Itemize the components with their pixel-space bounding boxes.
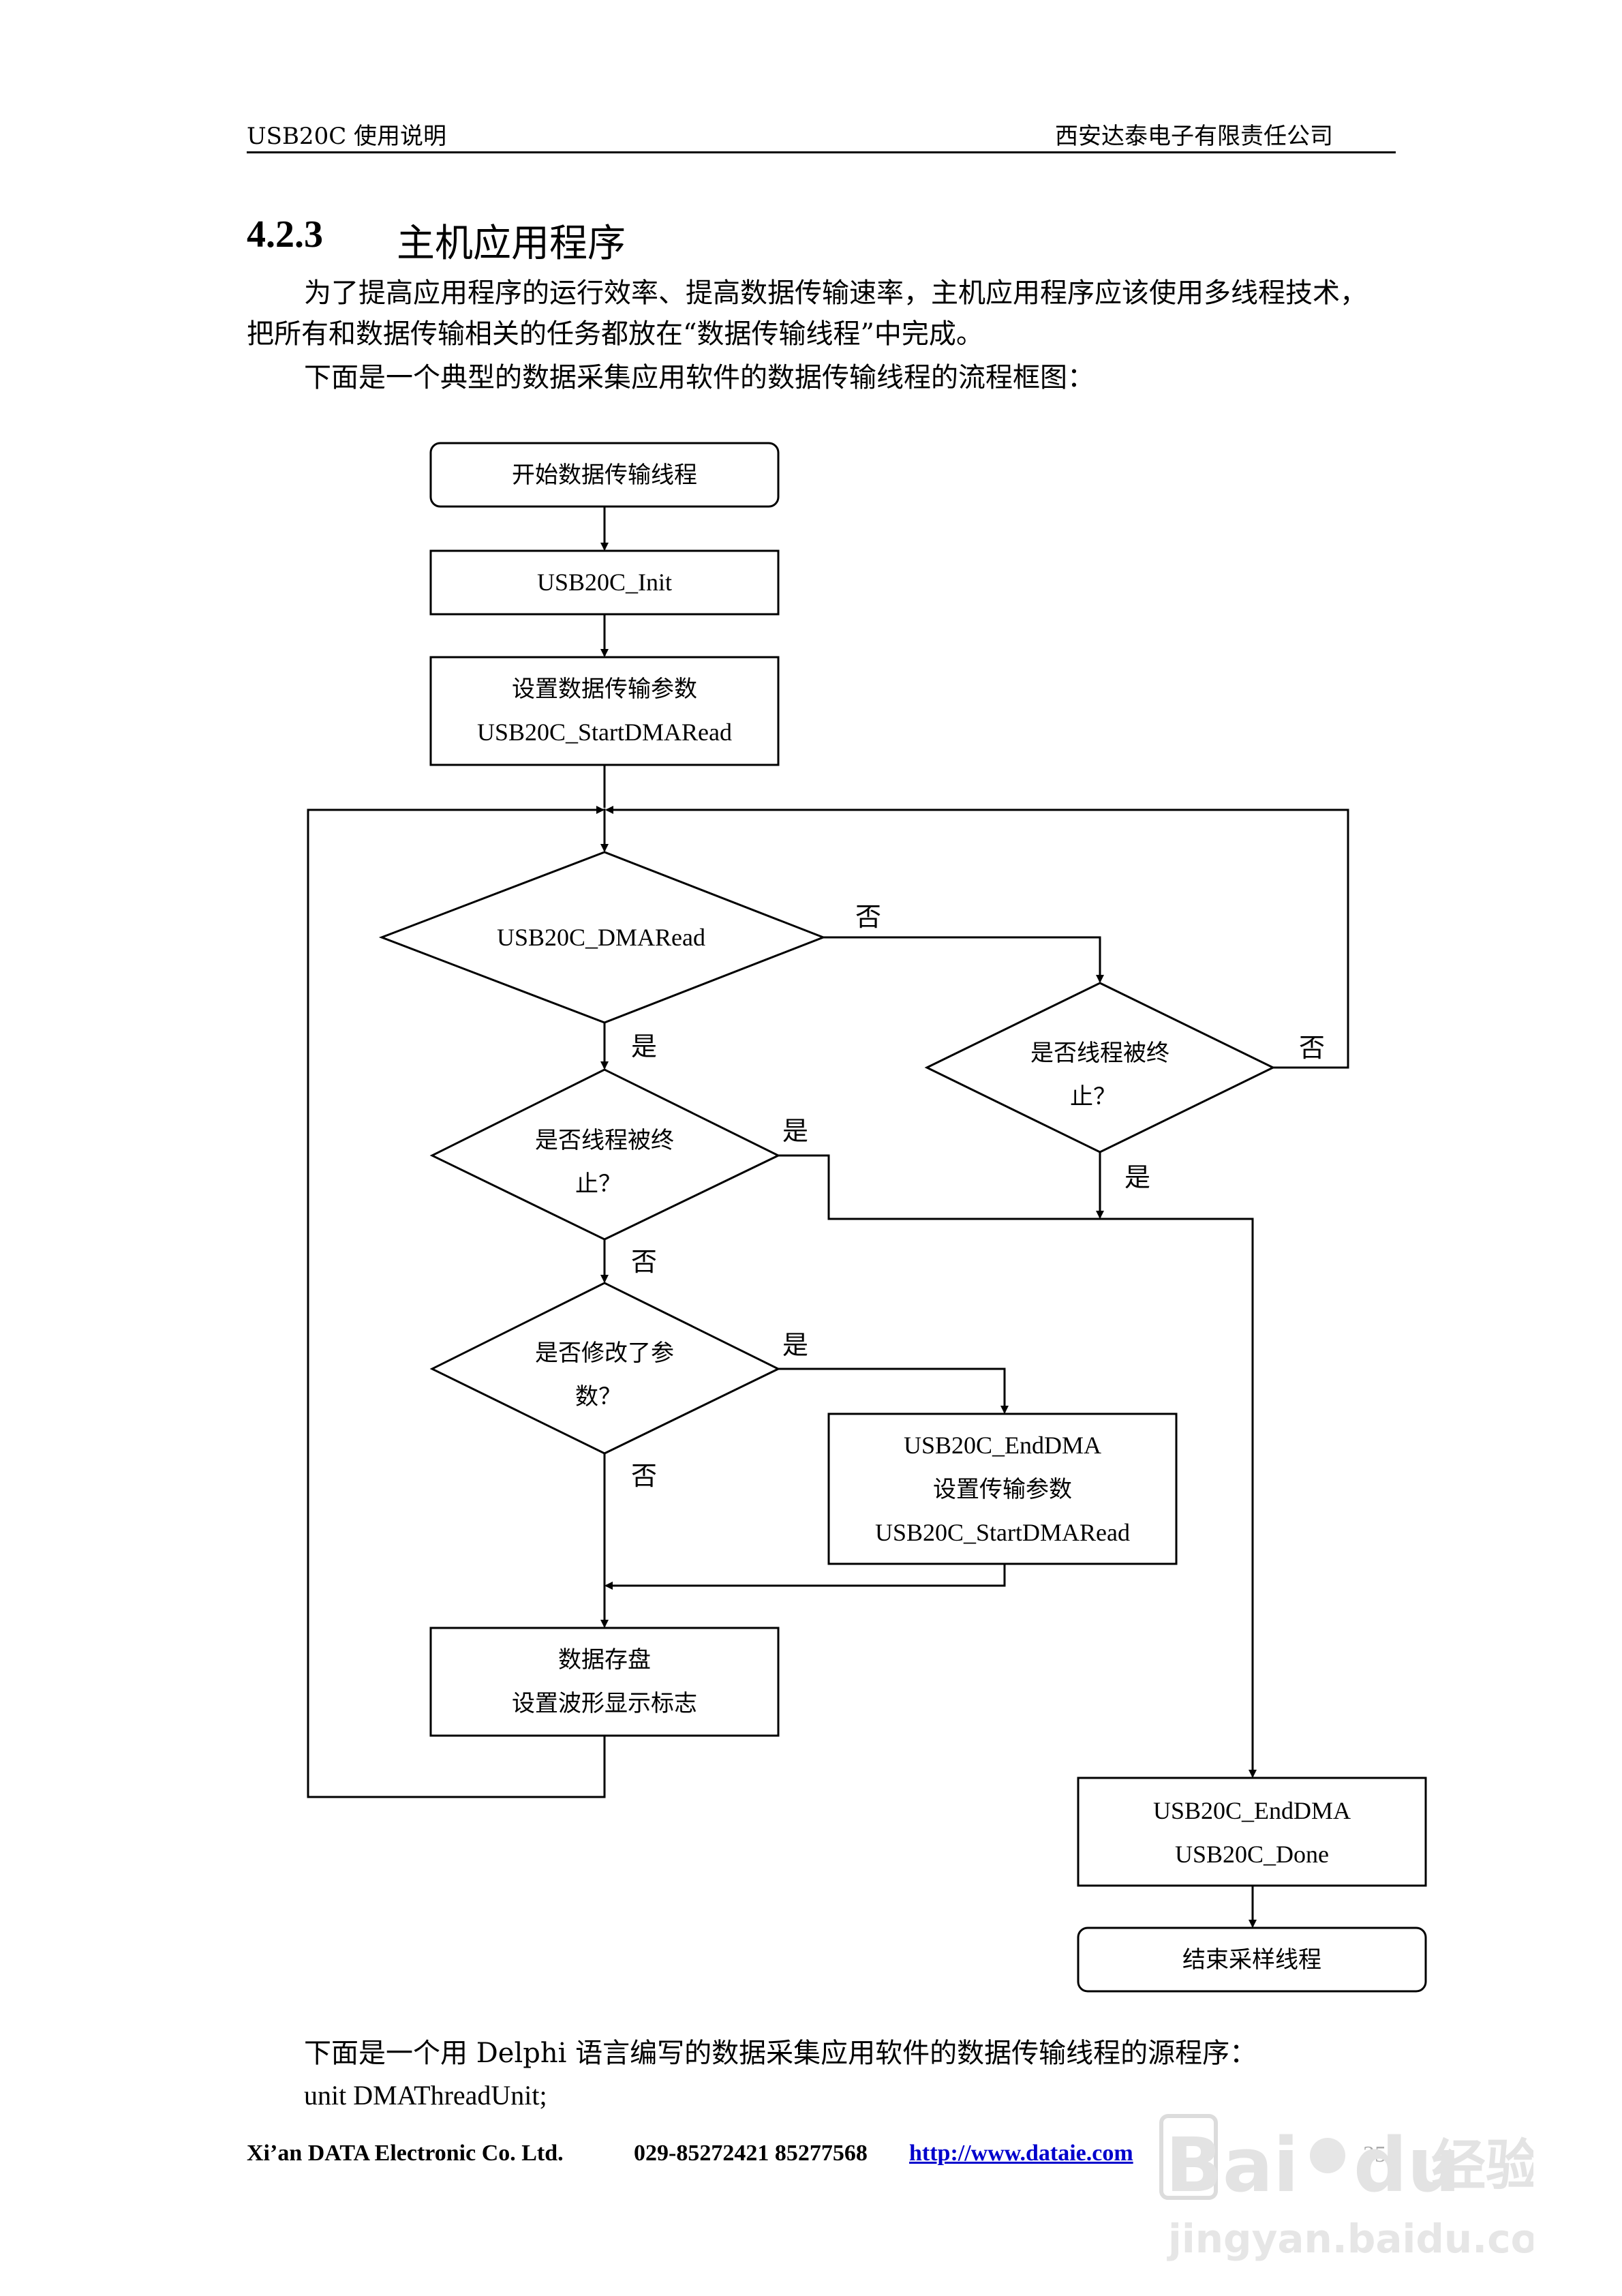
- terminated-left-yes-line: [778, 1154, 1254, 1775]
- section-title: 主机应用程序: [397, 222, 626, 266]
- footer-phone: 029-85272421 85277568: [634, 2141, 868, 2166]
- end-label: 结束采样线程: [1182, 1946, 1321, 1974]
- label-terminated-left-yes: 是: [782, 1116, 808, 1146]
- setup-label-2: USB20C_StartDMARead: [477, 719, 732, 746]
- restart-label-1: USB20C_EndDMA: [904, 1432, 1101, 1459]
- header-left: USB20C 使用说明: [247, 123, 447, 150]
- start-label: 开始数据传输线程: [512, 462, 697, 489]
- terminated-right-label-1: 是否线程被终: [1030, 1040, 1169, 1067]
- watermark-site: jingyan.baidu.com: [1167, 2216, 1533, 2262]
- paragraph-line-2: 把所有和数据传输相关的任务都放在“数据传输线程”中完成。: [247, 318, 983, 350]
- label-modified-yes: 是: [782, 1330, 808, 1360]
- loop-right-line: [627, 809, 1349, 1069]
- label-modified-no: 否: [631, 1461, 657, 1491]
- paragraph-line-1: 为了提高应用程序的运行效率、提高数据传输速率，主机应用程序应该使用多线程技术，: [304, 277, 1367, 309]
- header-right: 西安达泰电子有限责任公司: [1055, 123, 1333, 150]
- terminated-left-diamond: [429, 1068, 781, 1241]
- footer-url-link[interactable]: http://www.dataie.com: [909, 2141, 1133, 2166]
- modified-label-1: 是否修改了参: [535, 1340, 674, 1367]
- restart-label-2: 设置传输参数: [933, 1476, 1072, 1503]
- section-number: 4.2.3: [247, 213, 323, 256]
- footer-url[interactable]: http://www.dataie.com: [909, 2141, 1133, 2166]
- label-terminated-right-yes: 是: [1124, 1162, 1150, 1192]
- label-dmaread-yes: 是: [631, 1031, 657, 1061]
- terminated-left-label-1: 是否线程被终: [535, 1127, 674, 1154]
- header-rule: [247, 151, 1396, 153]
- label-dmaread-no: 否: [855, 902, 881, 932]
- save-box: [429, 1627, 780, 1737]
- terminated-left-label-2: 止？: [575, 1170, 622, 1198]
- end-box: [1077, 1927, 1427, 1993]
- dmaread-label: USB20C_DMARead: [497, 924, 705, 951]
- terminated-right-label-2: 止？: [1070, 1083, 1116, 1111]
- restart-box: [827, 1413, 1178, 1565]
- setup-box: [429, 656, 780, 766]
- baidu-jingyan-watermark: Bai du 经验 jingyan.baidu.com: [1159, 2114, 1533, 2262]
- restart-label-3: USB20C_StartDMARead: [875, 1519, 1130, 1546]
- modified-yes-line: [778, 1368, 1006, 1411]
- label-terminated-right-no: 否: [1299, 1033, 1325, 1063]
- save-label-2: 设置波形显示标志: [512, 1690, 697, 1717]
- finish-label-2: USB20C_Done: [1175, 1841, 1329, 1868]
- label-terminated-left-no: 否: [631, 1247, 657, 1277]
- paragraph-line-3: 下面是一个典型的数据采集应用软件的数据传输线程的流程框图：: [304, 362, 1095, 393]
- save-label-1: 数据存盘: [558, 1646, 651, 1674]
- finish-box: [1077, 1777, 1427, 1887]
- modified-diamond: [429, 1282, 781, 1455]
- page-number: 35: [1363, 2142, 1386, 2167]
- finish-label-1: USB20C_EndDMA: [1153, 1797, 1351, 1824]
- restart-return-line: [627, 1564, 1006, 1587]
- svg-text:经验: 经验: [1431, 2134, 1533, 2197]
- dmaread-no-line: [823, 936, 1101, 980]
- footer-company: Xi’an DATA Electronic Co. Ltd.: [247, 2141, 564, 2166]
- setup-label-1: 设置数据传输参数: [512, 676, 697, 703]
- code-first-line: unit DMAThreadUnit;: [304, 2080, 547, 2111]
- modified-label-2: 数？: [575, 1383, 622, 1410]
- terminated-right-diamond: [924, 982, 1276, 1153]
- init-label: USB20C_Init: [537, 569, 672, 596]
- code-intro: 下面是一个用 Delphi 语言编写的数据采集应用软件的数据传输线程的源程序：: [304, 2038, 1257, 2069]
- svg-text:du: du: [1353, 2121, 1460, 2209]
- svg-text:Bai: Bai: [1165, 2121, 1299, 2209]
